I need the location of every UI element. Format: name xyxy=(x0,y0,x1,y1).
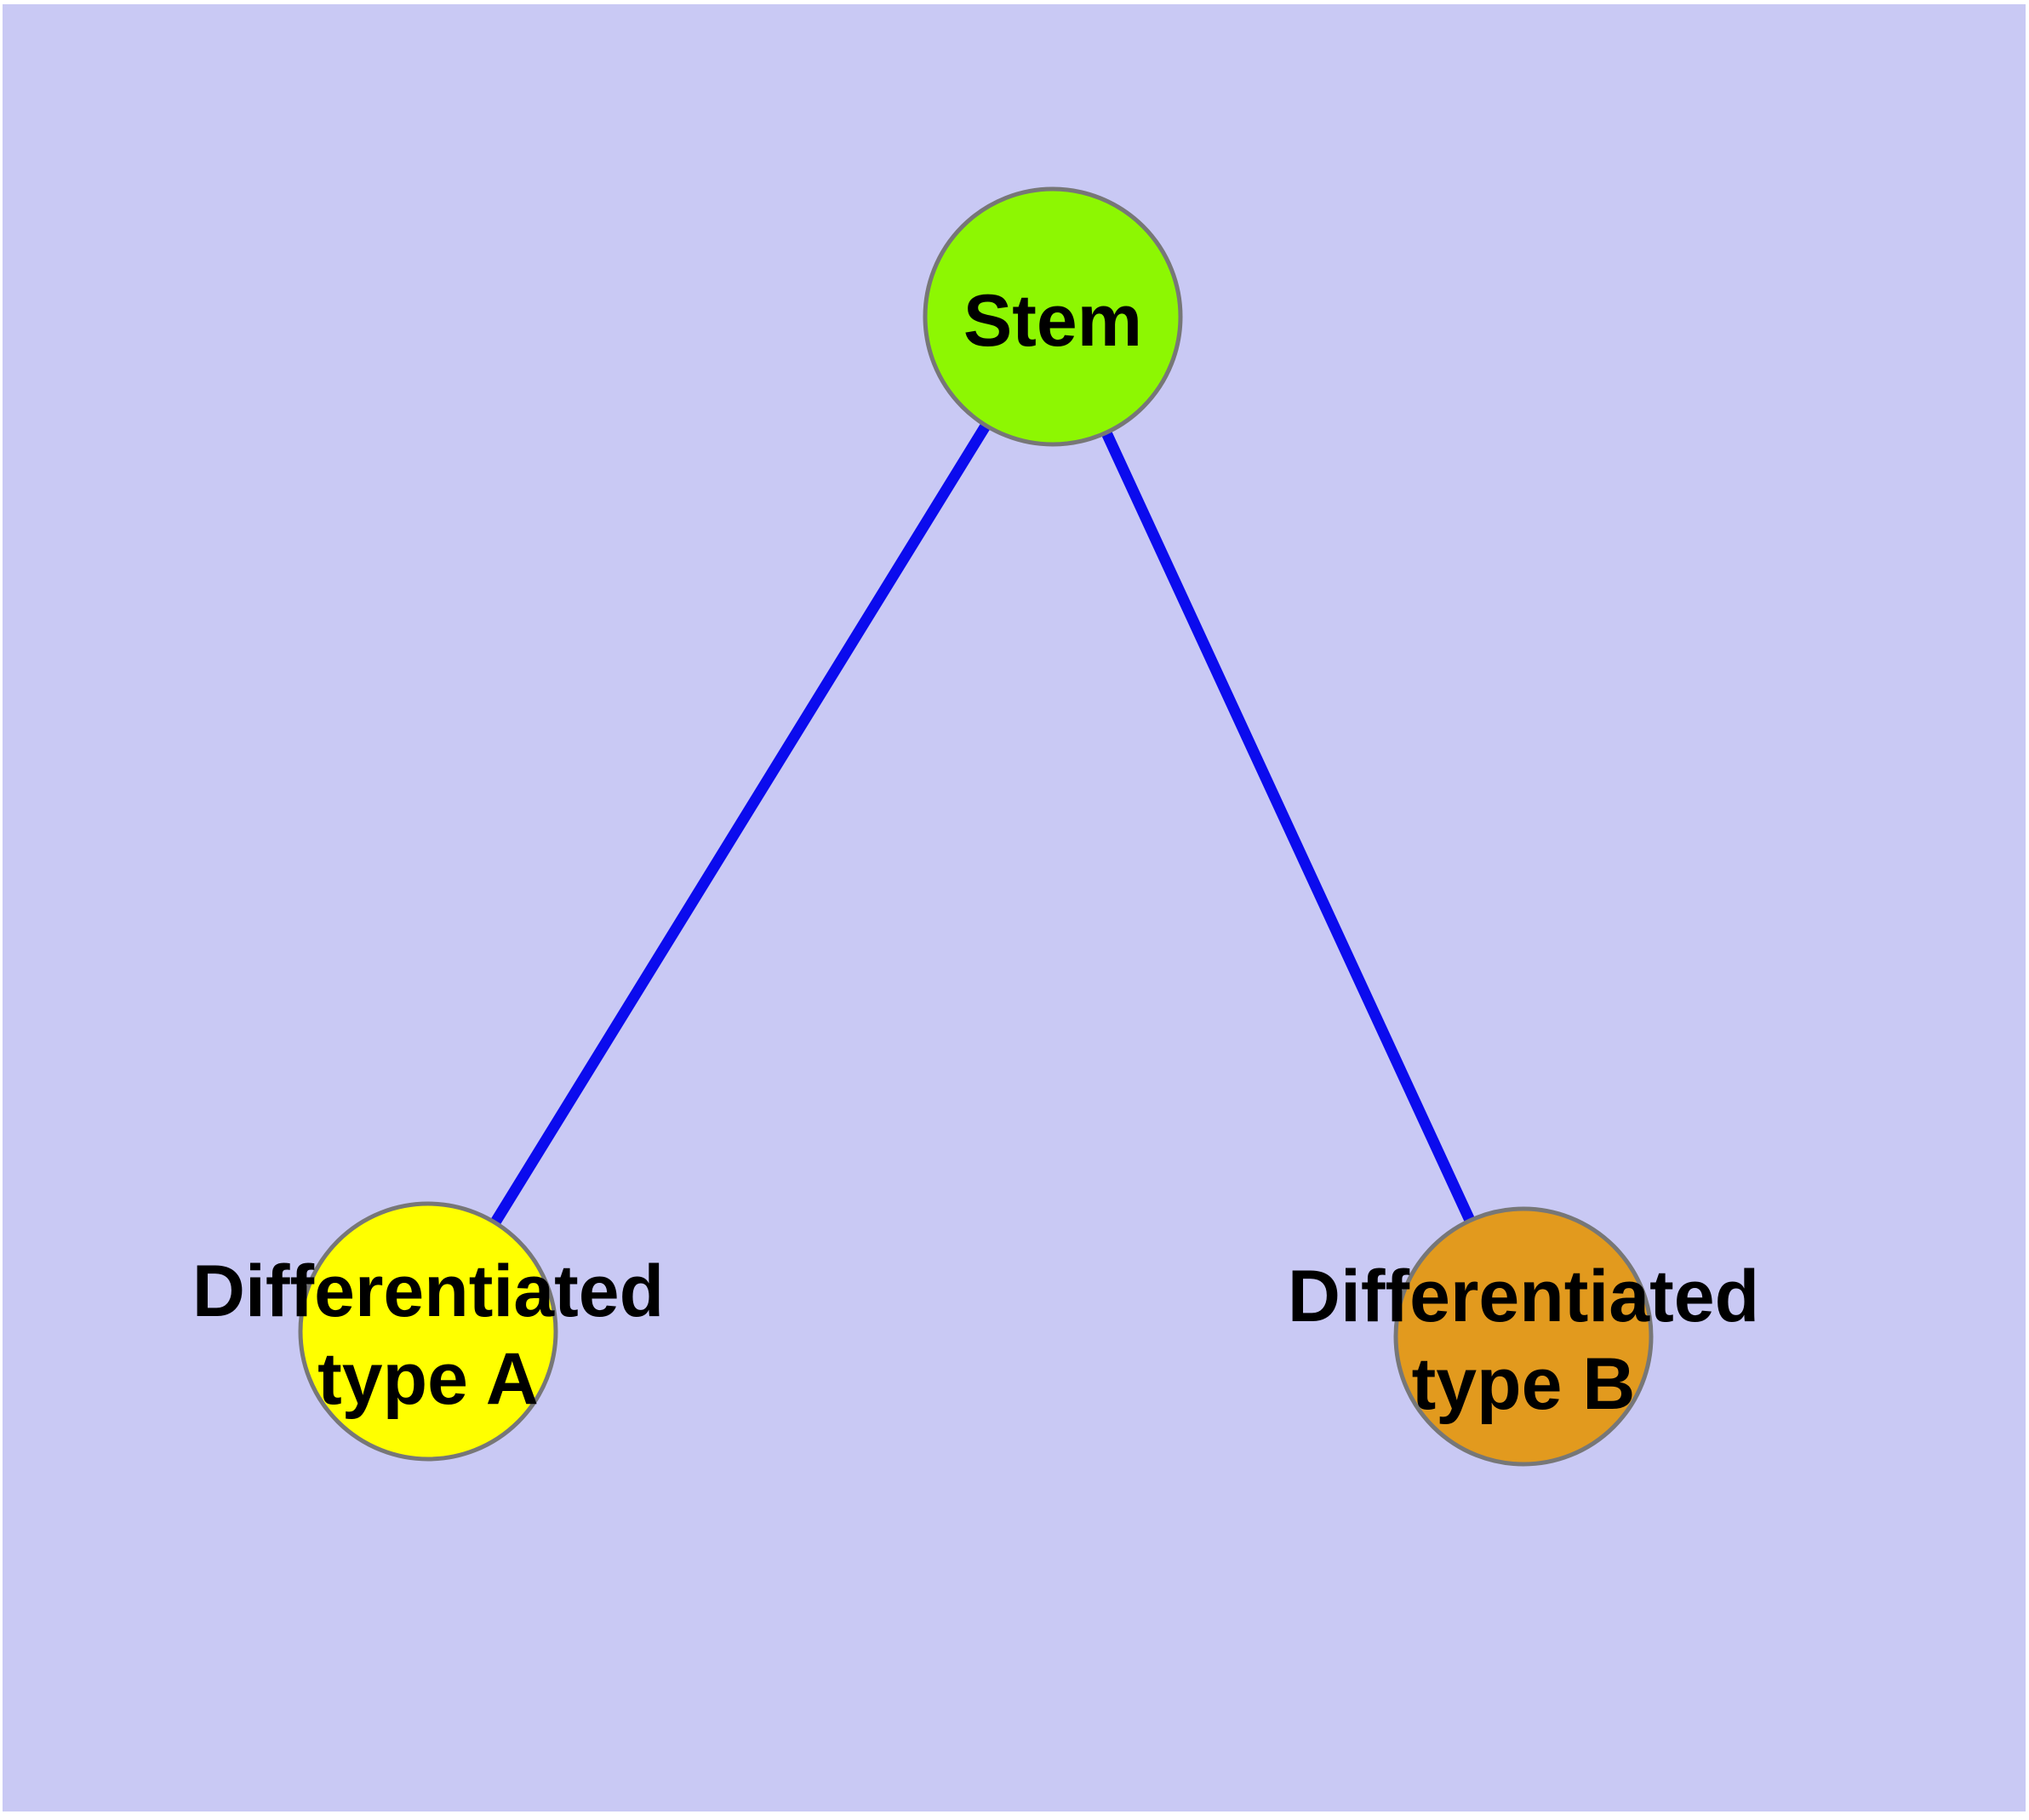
node-type-b-label-line2: type B xyxy=(1412,1343,1636,1425)
node-stem[interactable] xyxy=(923,186,1183,447)
edge-stem-to-type-b[interactable] xyxy=(1048,314,1529,1339)
node-differentiated-type-b[interactable] xyxy=(1393,1206,1654,1467)
edge-stem-to-type-a[interactable] xyxy=(423,313,1058,1335)
node-differentiated-type-a[interactable] xyxy=(298,1201,558,1462)
node-type-b-label-line1: Differentiated xyxy=(1288,1256,1759,1337)
node-stem-label: Stem xyxy=(963,280,1142,362)
node-type-a-label-line1: Differentiated xyxy=(192,1251,664,1332)
node-type-a-label-line2: type A xyxy=(317,1338,539,1420)
